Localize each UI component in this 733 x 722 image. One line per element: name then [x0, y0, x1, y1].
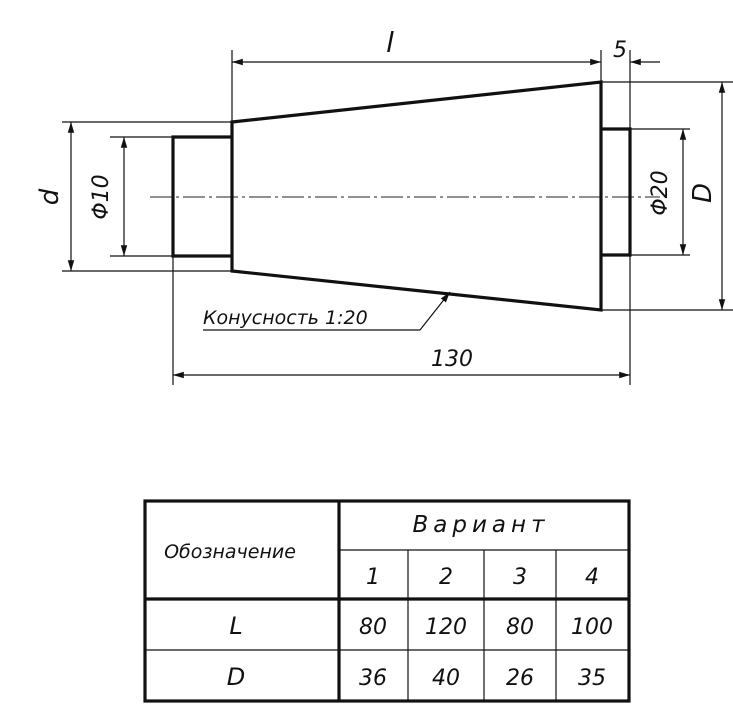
cone-body — [230, 80, 603, 312]
variant-3: 3 — [513, 565, 527, 590]
row-D-v3: 26 — [506, 666, 534, 691]
extension-lines — [62, 50, 733, 385]
variant-1: 1 — [366, 565, 380, 590]
dim-130-label: 130 — [431, 347, 473, 372]
variant-2: 2 — [439, 565, 453, 590]
dim-d-label: d — [35, 188, 65, 205]
table-header-label: Обозначение — [164, 541, 296, 563]
table-header-group: Вариант — [413, 512, 550, 538]
table-border — [143, 499, 631, 703]
variant-table: Обозначение Вариант 1 2 3 4 L 80 120 80 … — [143, 499, 631, 703]
taper-leader-arrow — [419, 291, 451, 331]
dim-phi10-label: Φ10 — [89, 174, 114, 219]
row-L-v1: 80 — [359, 615, 387, 640]
row-symbol-L: L — [229, 612, 242, 640]
part-outline — [171, 80, 632, 312]
row-symbol-D: D — [227, 663, 245, 691]
row-L-v4: 100 — [571, 615, 613, 640]
row-D-v2: 40 — [432, 666, 460, 691]
right-cylinder — [601, 127, 632, 257]
dim-phi20-label: Φ20 — [648, 170, 673, 215]
row-D-v1: 36 — [359, 666, 387, 691]
dimension-lines — [67, 58, 726, 379]
taper-note: Конусность 1:20 — [203, 307, 368, 329]
row-L-v3: 80 — [506, 615, 534, 640]
dim-D-label: D — [688, 183, 718, 203]
row-D-v4: 35 — [578, 666, 606, 691]
dim-l-label: l — [386, 26, 394, 59]
left-cylinder — [171, 135, 232, 258]
variant-4: 4 — [585, 565, 599, 590]
dim-5-label: 5 — [613, 38, 627, 63]
row-L-v2: 120 — [425, 615, 467, 640]
